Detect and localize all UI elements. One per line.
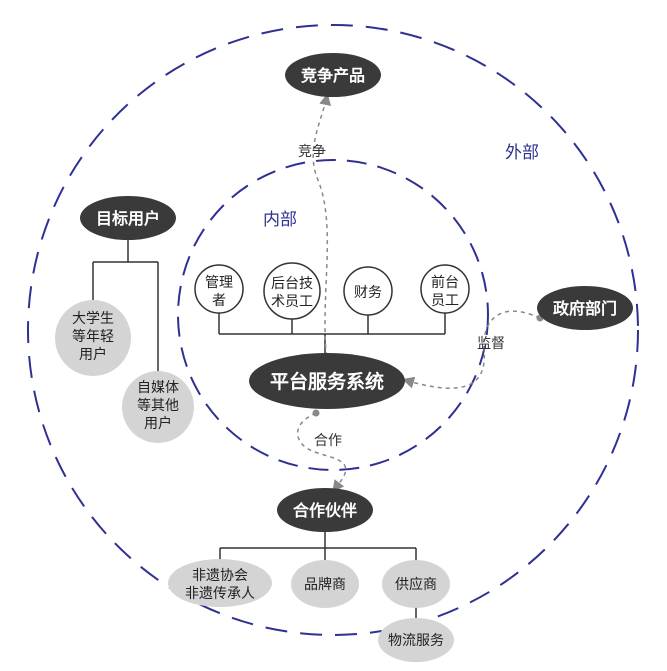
inner-region-label: 内部 (263, 210, 297, 230)
partner-brand-node: 品牌商 (291, 560, 359, 608)
government-label: 政府部门 (553, 299, 617, 318)
role-manager-line2: 者 (212, 293, 226, 309)
user-students-node: 大学生 等年轻 用户 (55, 300, 131, 376)
role-front-node: 前台 员工 (420, 264, 470, 314)
competitor-node: 竞争产品 (285, 53, 381, 97)
outer-region-label: 外部 (505, 143, 539, 163)
partner-logistics-node: 物流服务 (378, 618, 454, 662)
partner-heritage-line2: 非遗传承人 (185, 586, 255, 602)
platform-label: 平台服务系统 (270, 370, 384, 393)
platform-node: 平台服务系统 (249, 353, 405, 409)
role-tech-line1: 后台技 (271, 276, 313, 292)
role-front-line2: 员工 (431, 293, 459, 309)
partner-logistics-label: 物流服务 (388, 633, 444, 649)
user-students-line2: 等年轻 (72, 328, 114, 345)
inner-region-circle (177, 159, 489, 471)
competitor-label: 竞争产品 (301, 66, 365, 85)
supervise-arrow (402, 310, 541, 389)
user-students-line1: 大学生 (72, 311, 114, 327)
role-tech-node: 后台技 术员工 (263, 262, 321, 320)
partner-heritage-node: 非遗协会 非遗传承人 (168, 559, 272, 607)
role-front-line1: 前台 (431, 274, 459, 291)
cooperate-arrow-origin-dot (312, 409, 320, 417)
user-media-line3: 用户 (144, 415, 172, 432)
compete-label: 竞争 (298, 143, 326, 160)
user-media-line2: 等其他 (137, 397, 179, 414)
target-users-node: 目标用户 (80, 196, 176, 240)
partner-supplier-label: 供应商 (395, 576, 437, 593)
role-manager-node: 管理 者 (194, 264, 244, 314)
cooperate-arrow (296, 412, 347, 493)
partner-brand-label: 品牌商 (304, 576, 346, 593)
outer-region-circle (27, 24, 639, 636)
user-media-line1: 自媒体 (137, 380, 179, 396)
government-node: 政府部门 (537, 286, 633, 330)
role-tech-line2: 术员工 (271, 294, 313, 310)
user-media-node: 自媒体 等其他 用户 (122, 371, 194, 443)
cooperate-label: 合作 (314, 433, 342, 449)
role-finance-node: 财务 (343, 266, 393, 316)
partner-heritage-line1: 非遗协会 (192, 568, 248, 584)
target-users-label: 目标用户 (96, 209, 160, 228)
supervise-label: 监督 (477, 336, 505, 352)
compete-arrow (312, 93, 332, 373)
role-manager-line1: 管理 (205, 275, 233, 291)
partners-node: 合作伙伴 (277, 488, 373, 532)
partner-supplier-node: 供应商 (382, 560, 450, 608)
partners-label: 合作伙伴 (293, 501, 357, 520)
user-students-line3: 用户 (79, 346, 107, 363)
role-finance-label: 财务 (354, 285, 382, 301)
